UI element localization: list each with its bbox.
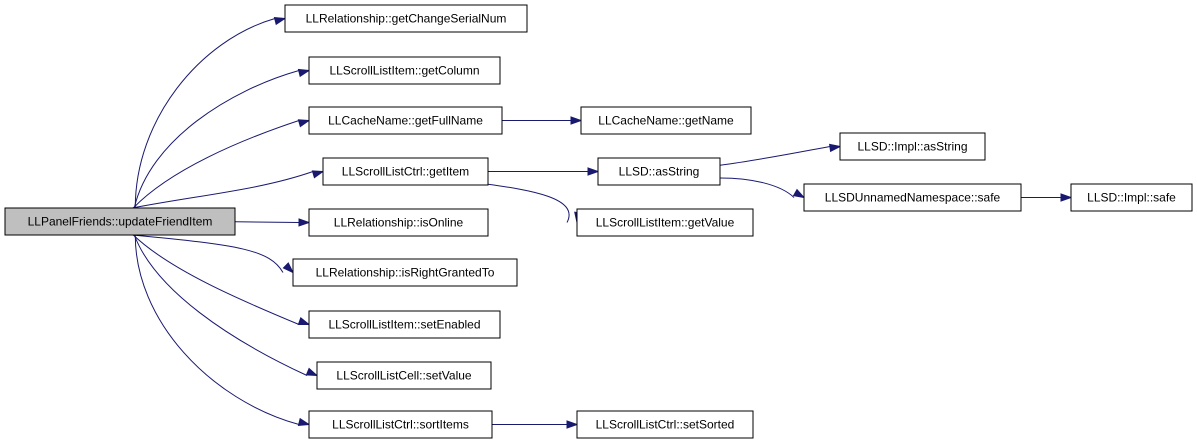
node-label: LLSD::Impl::asString [857,140,967,154]
node-label: LLCacheName::getName [598,114,734,128]
node-label: LLScrollListItem::getColumn [329,64,479,78]
node-box [1070,183,1193,212]
edge-n8-n9 [1021,193,1073,202]
edge-line [487,183,570,223]
node-label: LLPanelFriends::updateFriendItem [28,215,213,229]
node-box [803,183,1022,212]
edge-line [719,177,795,198]
arrowhead-icon [297,68,311,78]
edge-line [133,234,308,376]
node-label: LLRelationship::getChangeSerialNum [306,12,507,26]
function-node[interactable]: LLCacheName::getFullName [308,106,503,135]
arrowhead-icon [305,367,319,377]
arrowhead-icon [297,417,311,427]
arrowhead-icon [587,167,600,176]
function-node[interactable]: LLCacheName::getName [580,106,752,135]
function-node[interactable]: LLSD::Impl::safe [1070,183,1193,212]
node-box [308,410,493,439]
node-box [580,106,752,135]
node-box [308,208,489,237]
edge-line [132,171,314,209]
arrowhead-icon [297,317,311,326]
edge-line [133,70,300,209]
node-label: LLScrollListCtrl::sortItems [332,418,469,432]
edge-line [234,221,300,223]
node-box [4,207,236,236]
node-box [576,208,754,237]
edge-n0-n1 [134,16,287,209]
edge-n0-n2 [133,68,311,209]
arrowhead-icon [792,188,806,199]
edge-n6-n8 [719,177,806,199]
edge-n5-n6 [488,167,600,176]
node-label: LLSDUnnamedNamespace::safe [825,191,1001,205]
function-node[interactable]: LLRelationship::getChangeSerialNum [284,4,528,33]
edge-n3-n4 [502,116,583,125]
node-box [576,410,754,439]
arrowhead-icon [282,262,295,274]
arrowhead-icon [1060,193,1073,202]
node-label: LLRelationship::isOnline [334,216,464,230]
node-box [597,157,721,186]
arrowhead-icon [297,119,311,128]
node-box [308,310,501,339]
node-label: LLScrollListItem::setEnabled [328,318,480,332]
edge-line [719,146,831,166]
arrowhead-icon [566,420,579,429]
edge-line [134,234,300,425]
function-node[interactable]: LLScrollListItem::getValue [576,208,754,237]
edge-line [132,120,300,209]
edge-n0-n3 [132,119,311,209]
node-box [839,132,986,161]
node-label: LLScrollListCtrl::getItem [342,165,469,179]
arrowhead-icon [829,143,842,153]
function-node[interactable]: LLScrollListCell::setValue [316,361,492,390]
node-box [292,258,518,287]
root-node[interactable]: LLPanelFriends::updateFriendItem [4,207,236,236]
arrowhead-icon [273,16,287,26]
arrowhead-icon [570,116,583,125]
function-node[interactable]: LLSD::asString [597,157,721,186]
arrowhead-icon [311,170,325,179]
edge-n0-n11 [234,218,311,227]
function-node[interactable]: LLScrollListItem::getColumn [308,56,501,85]
edges-layer [132,16,1073,429]
function-node[interactable]: LLScrollListCtrl::sortItems [308,410,493,439]
node-label: LLScrollListCell::setValue [336,369,472,383]
edge-n0-n13 [132,234,311,326]
edge-n6-n7 [719,143,842,166]
arrowhead-icon [298,218,311,227]
function-node[interactable]: LLRelationship::isOnline [308,208,489,237]
edge-n0-n15 [134,234,311,427]
function-node[interactable]: LLScrollListCtrl::setSorted [576,410,754,439]
node-box [316,361,492,390]
edge-line [132,234,284,273]
edge-line [132,234,300,325]
edge-n15-n16 [492,420,579,429]
edge-n5-n10 [487,183,583,225]
node-label: LLScrollListItem::getValue [596,216,735,230]
node-label: LLScrollListCtrl::setSorted [596,418,735,432]
node-label: LLCacheName::getFullName [328,114,483,128]
node-box [322,157,489,186]
edge-n0-n5 [132,170,325,209]
node-label: LLRelationship::isRightGrantedTo [316,266,495,280]
function-node[interactable]: LLScrollListCtrl::getItem [322,157,489,186]
node-box [284,4,528,33]
edge-line [134,18,276,209]
nodes-layer: LLPanelFriends::updateFriendItemLLRelati… [4,4,1193,439]
function-node[interactable]: LLRelationship::isRightGrantedTo [292,258,518,287]
function-node[interactable]: LLSD::Impl::asString [839,132,986,161]
node-label: LLSD::Impl::safe [1087,191,1176,205]
node-box [308,106,503,135]
function-node[interactable]: LLScrollListItem::setEnabled [308,310,501,339]
edge-n0-n12 [132,234,295,274]
edge-n0-n14 [133,234,319,377]
node-box [308,56,501,85]
function-node[interactable]: LLSDUnnamedNamespace::safe [803,183,1022,212]
node-label: LLSD::asString [619,165,700,179]
